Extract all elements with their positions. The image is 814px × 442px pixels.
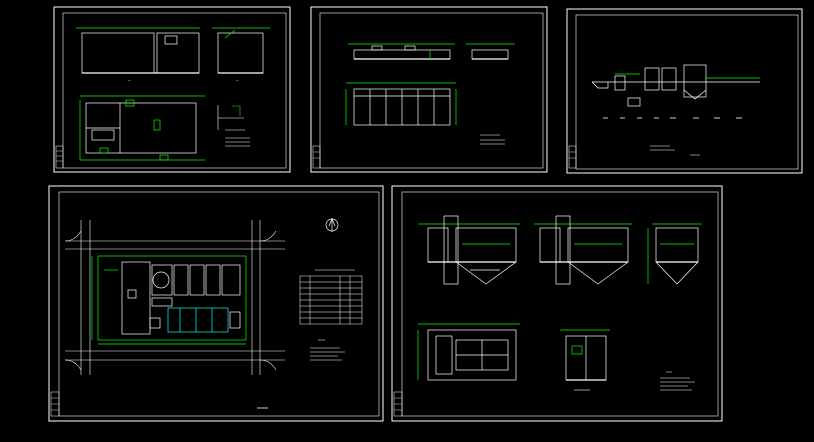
sheet-5-section-2 xyxy=(534,215,632,285)
sheet-3-process-flow xyxy=(591,64,760,107)
sheet-2-cross-section xyxy=(466,43,515,60)
sheet-4-roads xyxy=(64,220,285,375)
sheet-3-notes xyxy=(650,145,700,156)
sheet-5-tank-plan xyxy=(417,323,520,381)
sheet-4-buildings xyxy=(104,261,241,335)
sheet-1-detail xyxy=(217,105,250,147)
north-arrow-icon xyxy=(325,218,339,232)
sheet-5[interactable] xyxy=(391,185,723,422)
sheet-4-notes xyxy=(310,339,345,361)
sheet-3[interactable] xyxy=(566,8,803,174)
sheet-1-plan xyxy=(79,95,205,161)
sheet-1[interactable]: — — xyxy=(53,6,291,173)
sheet-1-section-b xyxy=(212,27,270,74)
sheet-1-section-a xyxy=(76,27,200,74)
sheet-4-site-boundary xyxy=(91,255,247,345)
sheet-2[interactable] xyxy=(310,6,548,173)
sheet-4-schedule-table xyxy=(299,269,363,325)
svg-text:—: — xyxy=(128,78,131,83)
sheet-5-section-1 xyxy=(418,215,520,285)
sheet-5-pump-house xyxy=(560,329,610,381)
sheet-4[interactable] xyxy=(48,185,384,422)
sheet-5-notes xyxy=(660,371,695,391)
sheet-2-longitudinal-section xyxy=(348,43,455,60)
svg-text:—: — xyxy=(236,78,239,83)
sheet-2-notes xyxy=(480,134,505,145)
sheet-2-plan xyxy=(345,82,457,126)
sheet-5-section-3 xyxy=(647,223,702,285)
